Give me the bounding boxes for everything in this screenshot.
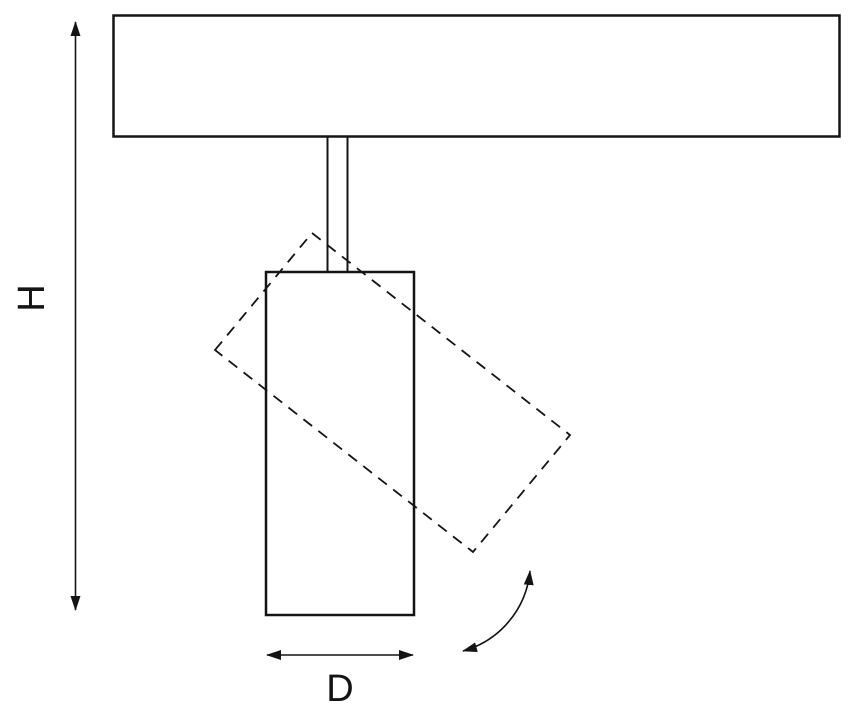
height-dimension-label: H [11, 284, 53, 311]
rotation-arc-arrow [462, 570, 534, 653]
lamp-body-outline [264, 270, 416, 617]
diameter-dimension-label: D [326, 668, 353, 710]
track-base-outline [112, 14, 841, 138]
lamp-body-rotated-dashed-outline [213, 231, 572, 554]
